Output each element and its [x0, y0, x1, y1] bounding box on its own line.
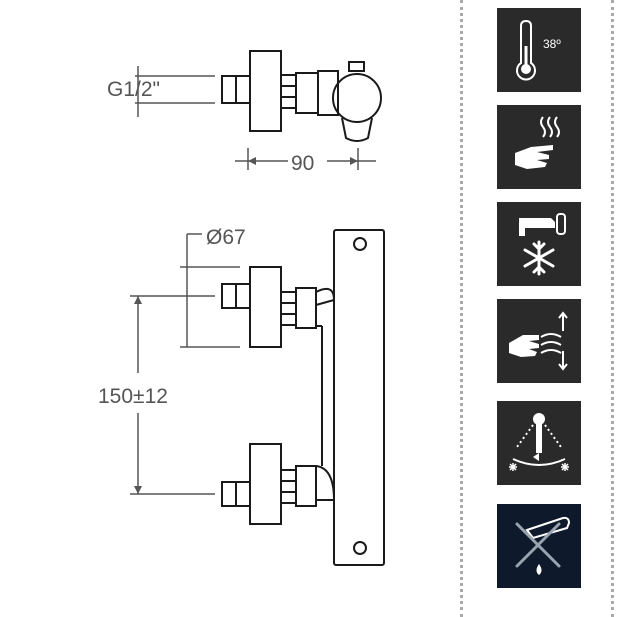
valve-body [333, 229, 385, 566]
wall-flange [249, 50, 282, 132]
thread-size-label: G1/2" [107, 78, 160, 101]
diameter-label: Ø67 [206, 226, 246, 249]
connector [295, 72, 319, 114]
feature-tile-spray [497, 401, 581, 485]
center-distance-label: 150±12 [98, 385, 168, 408]
body-side [317, 70, 339, 116]
upper-flange [249, 266, 282, 348]
hand-heat-icon [515, 116, 560, 169]
no-drip-icon [515, 516, 571, 575]
dimension-arrows [134, 157, 358, 494]
feature-tile-no-drip [497, 504, 581, 588]
side-view [221, 50, 382, 142]
depth-label: 90 [291, 152, 314, 175]
upper-nut [280, 291, 297, 326]
left-separator [460, 0, 463, 617]
bottom-screw [353, 541, 367, 555]
right-separator [611, 0, 614, 617]
hand-wave-icon [509, 311, 568, 371]
feature-tile-cold [497, 202, 581, 286]
top-screw [353, 237, 367, 251]
knob-side [332, 73, 382, 123]
nut [280, 74, 297, 109]
feature-tile-hand-heat [497, 105, 581, 189]
knob-cap [348, 61, 365, 72]
thermometer-icon [516, 19, 536, 81]
feature-tile-temperature: 38º [497, 8, 581, 92]
temperature-value: 38º [543, 37, 561, 51]
lower-flange [249, 443, 282, 525]
lower-nut [280, 469, 297, 504]
technical-drawing: G1/2" 90 Ø67 150±12 [98, 50, 385, 566]
feature-tile-flow-control [497, 299, 581, 383]
cold-water-icon [519, 213, 566, 276]
front-view [221, 229, 385, 566]
spray-temperature-icon [509, 413, 569, 471]
